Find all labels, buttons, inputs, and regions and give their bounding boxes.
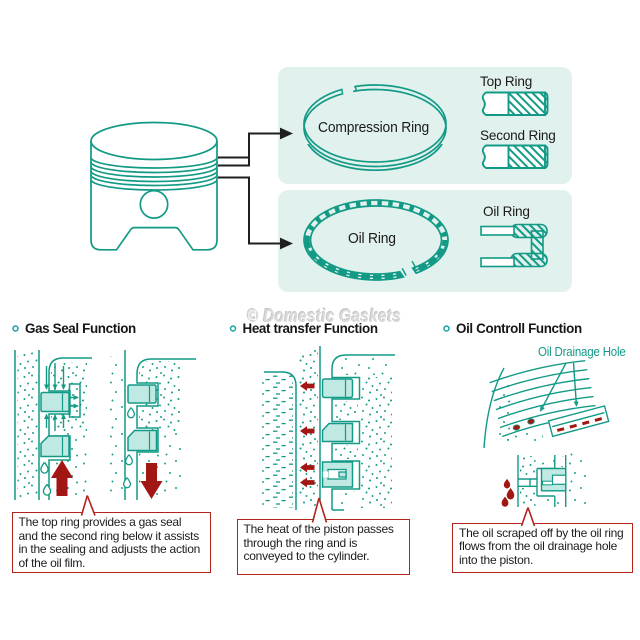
callout-line: of the oil film.	[18, 555, 86, 570]
second-ring-label: Second Ring	[480, 128, 556, 143]
section-title-oil-control: Oil Controll Function	[456, 321, 582, 336]
top-ring-label: Top Ring	[480, 74, 533, 89]
callout-line: into the piston.	[459, 552, 534, 567]
oil-ring-icon-label: Oil Ring	[483, 204, 530, 219]
connector-lines	[218, 132, 281, 245]
callout-line: The top ring provides a gas seal	[18, 515, 182, 529]
oil-drainage-hole-label: Oil Drainage Hole	[538, 344, 626, 359]
top-ring-icon	[481, 91, 549, 116]
figure-heat-transfer	[262, 346, 395, 511]
section-title-heat-transfer: Heat transfer Function	[242, 321, 379, 336]
callout-line: and the second ring below it assists	[18, 528, 200, 543]
callout-oil-control: The oil scraped off by the oil ring flow…	[452, 522, 633, 573]
oil-ring-drawing	[303, 199, 449, 284]
oil-ring-label: Oil Ring	[348, 231, 396, 247]
callout-line: in the sealing and adjusts the action	[18, 542, 201, 557]
oil-ring-icon	[480, 223, 548, 268]
callout-line: through the ring and is	[243, 535, 358, 550]
callout-line: conveyed to the cylinder.	[243, 549, 370, 564]
arrowhead-to-oil-panel	[280, 237, 293, 250]
compression-ring-drawing	[303, 78, 447, 172]
second-ring-icon	[481, 144, 549, 169]
compression-ring-label: Compression Ring	[318, 120, 430, 136]
callout-heat-transfer: The heat of the piston passes through th…	[236, 519, 410, 575]
callout-line: flows from the oil drainage hole	[459, 539, 618, 554]
piston-drawing	[90, 121, 218, 251]
watermark: © Domestic Gaskets	[247, 306, 402, 326]
callout-line: The heat of the piston passes	[243, 522, 394, 536]
section-bullets	[12, 325, 450, 332]
figure-gas-seal	[14, 350, 196, 500]
figure-oil-control	[483, 360, 610, 507]
arrowhead-to-compression-panel	[280, 127, 293, 140]
section-title-gas-seal: Gas Seal Function	[25, 321, 136, 336]
callout-line: The oil scraped off by the oil ring	[459, 525, 624, 540]
callout-gas-seal: The top ring provides a gas seal and the…	[11, 512, 211, 573]
